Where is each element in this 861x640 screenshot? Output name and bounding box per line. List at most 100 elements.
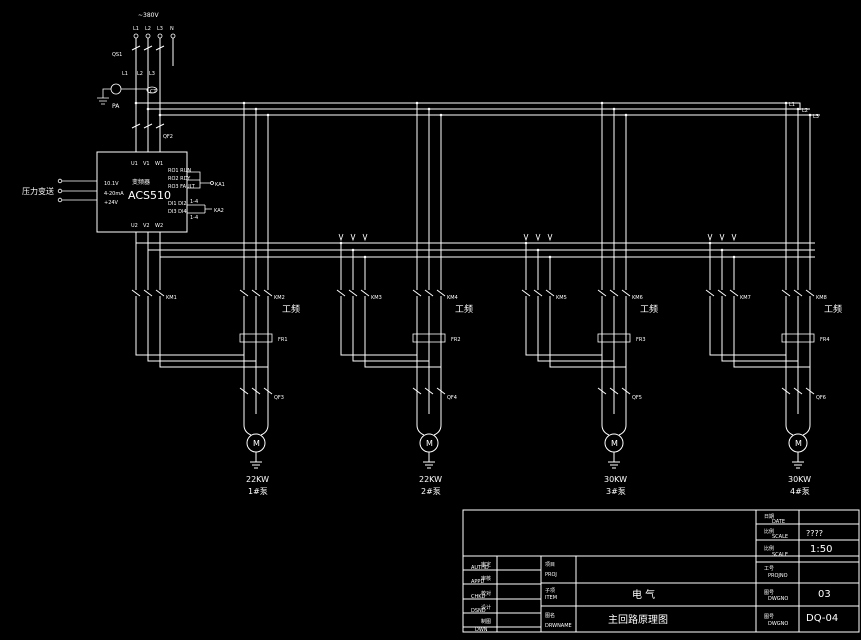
aux-ka2-label: KA2 [214,208,224,214]
thermal-relay-label: FR1 [278,337,288,343]
inverter-aux-1: DI1 DI2 [168,201,187,207]
tb-item-cell: 子项 [545,587,555,594]
thermal-relay-box [239,333,273,343]
inverter-sig-3: +24V [104,200,119,206]
inverter-relay-3: RO3 FAULT [168,184,196,190]
motor-name-label: 2#泵 [421,487,441,496]
motor-name-label: 4#泵 [790,487,810,496]
tb-proj-sub: PROJNO [768,573,788,579]
bus-label-l2: L2 [802,108,808,114]
thermal-relay-box [412,333,446,343]
tb-scale-label: 比例 [764,545,774,552]
relay-ka1-label: KA1 [215,182,225,188]
tb-left-en-1: APPD [471,579,484,585]
motor-letter: M [611,439,618,448]
tb-dwgno-label: 图号 [764,590,774,596]
motor-letter: M [795,439,802,448]
tb-sheet-label: 图号 [764,614,774,620]
inv-contactor-label: KM3 [371,295,382,301]
inverter-out-v2: V2 [143,223,150,229]
line-frequency-label: 工频 [282,303,300,315]
phase-label-l2: L2 [145,26,151,32]
motor-breaker-label: QF4 [447,395,457,401]
line-contactor-label: KM8 [816,295,827,301]
motor-breaker-label: QF6 [816,395,826,401]
tb-proj-cell: 项目 [545,562,555,568]
inverter-sig-2: 4-20mA [104,191,124,197]
phase-label-l3: L3 [157,26,163,32]
inverter-in-u1: U1 [131,161,138,167]
inverter-out-u2: U2 [131,223,138,229]
breaker-qs1-label: QS1 [112,52,122,58]
inverter-out-w2: W2 [155,223,163,229]
phase-label-l1: L1 [133,26,139,32]
line-frequency-label: 工频 [824,303,842,315]
supply-section: ~380V L1 L2 L3 N QS1 L1 L2 L3 CT PA QF2 [97,12,176,152]
tb-left-en-4: DWN [475,627,488,633]
ammeter-icon [110,83,122,95]
phase-label-n: N [170,26,174,32]
tb-left-en-0: AUTHD [471,565,489,571]
inv-contactor-label: KM5 [556,295,567,301]
pressure-transmitter-label: 压力变送 [22,186,54,196]
supply-terminals [133,33,176,39]
tb-row2-sub: SCALE [772,534,788,540]
meter-label-l3: L3 [149,71,155,77]
meter-pa-label: PA [112,103,120,110]
breaker-qf2-label: QF2 [163,134,173,140]
motor-name-label: 3#泵 [606,487,626,496]
motor-breaker-label: QF5 [632,395,642,401]
tb-name-cell: 图名 [545,612,555,619]
motor-breaker-label: QF3 [274,395,284,401]
inv-contactor-label: KM1 [166,295,177,301]
tb-item-cell-en: ITEM [545,595,557,601]
line-contactor-label: KM6 [632,295,643,301]
title-block: 日期 DATE 比例 SCALE ???? 比例 SCALE 1:50 工号 P… [462,509,860,633]
tb-sheet-value: DQ-04 [806,613,838,624]
tb-left-en-2: CHKD [471,594,486,600]
aux-label-1: 1-4 [190,199,198,205]
motor-power-label: 30KW [604,475,627,484]
vf-bus [135,232,815,258]
top-bus: L1 L2 L3 [136,102,820,120]
meter-label-l2: L2 [137,71,143,77]
motor-power-label: 22KW [246,475,269,484]
inverter-in-v1: V1 [143,161,150,167]
tb-left-cn-0: 审定 [481,561,491,568]
inverter-model: ACS510 [128,189,171,202]
ct-symbol [146,86,158,94]
thermal-relay-label: FR4 [820,337,830,343]
tb-item-value: 电 气 [632,588,655,601]
tb-left-cn-1: 审核 [481,575,491,582]
tb-left-en-3: DSND [471,608,486,614]
line-contactor-label: KM2 [274,295,285,301]
inverter-in-w1: W1 [155,161,163,167]
tb-top-value: ???? [806,529,823,538]
tb-date-sub: DATE [772,519,785,525]
meter-label-l1: L1 [122,71,128,77]
tb-proj-cell-en: PROJ [545,572,557,578]
aux-label-2: 1-4 [190,215,198,221]
tb-scale-value: 1:50 [810,544,832,555]
tb-sheet-sub: DWGNO [768,621,788,627]
tb-left-cn-4: 制图 [481,618,491,625]
tb-drawing-name: 主回路原理图 [608,613,668,626]
thermal-relay-label: FR3 [636,337,646,343]
bus-label-l3: L3 [813,114,819,120]
tb-row2-label: 比例 [764,528,774,535]
inv-contactor-label: KM7 [740,295,751,301]
inverter-box [96,151,188,233]
bus-label-l1: L1 [789,102,795,108]
inverter-brand: 变频器 [132,178,150,186]
ct-label: CT [150,89,157,95]
tb-left-cn-2: 校对 [481,590,491,597]
tb-left-cn-3: 设计 [481,604,491,611]
line-frequency-label: 工频 [640,303,658,315]
tb-scale-sub: SCALE [772,552,788,558]
